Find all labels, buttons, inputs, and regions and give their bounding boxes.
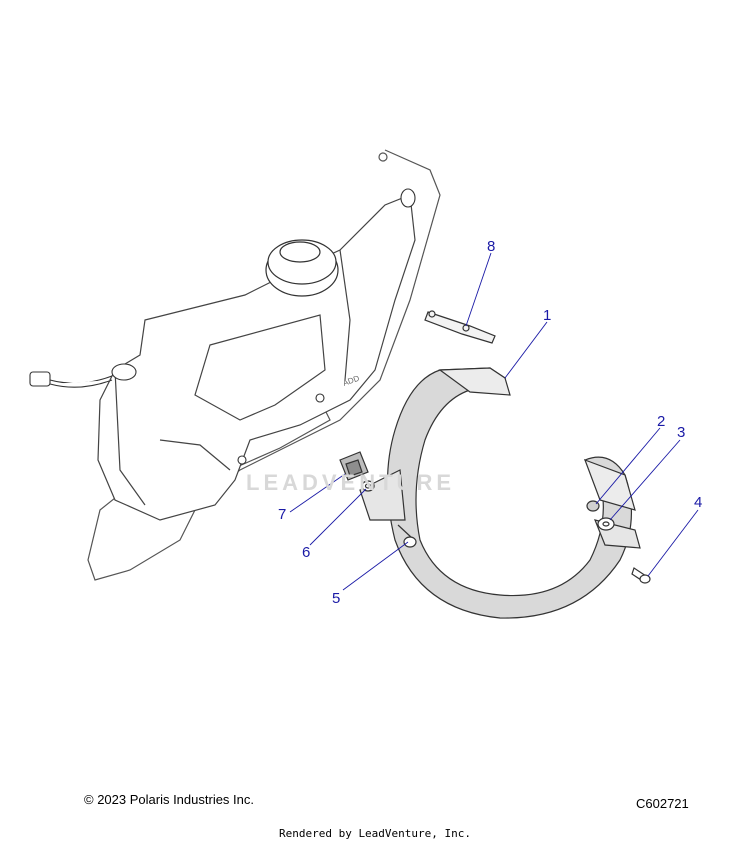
bracket-8 [424,310,496,344]
callout-2: 2 [657,413,666,430]
strap-1 [386,367,636,619]
diagram-code: C602721 [636,796,689,811]
rendered-by-text: Rendered by LeadVenture, Inc. [278,827,472,840]
callout-6: 6 [302,544,311,561]
bolt-4 [631,567,651,584]
callout-4: 4 [694,494,703,511]
mount-stud [237,188,416,465]
rubber-block-7 [339,451,369,481]
vent-hose [29,363,137,388]
callout-8: 8 [487,238,496,255]
filler-cap [265,239,339,297]
watermark: LEADVENTURE [246,470,456,495]
callout-1: 1 [543,307,552,324]
callout-3: 3 [677,424,686,441]
callout-5: 5 [332,590,341,607]
washer-6 [361,480,375,492]
pin-5 [397,524,417,548]
callout-7: 7 [278,506,287,523]
copyright-text: © 2023 Polaris Industries Inc. [84,792,254,807]
leader-lines [289,252,699,591]
washer-3 [597,517,615,531]
